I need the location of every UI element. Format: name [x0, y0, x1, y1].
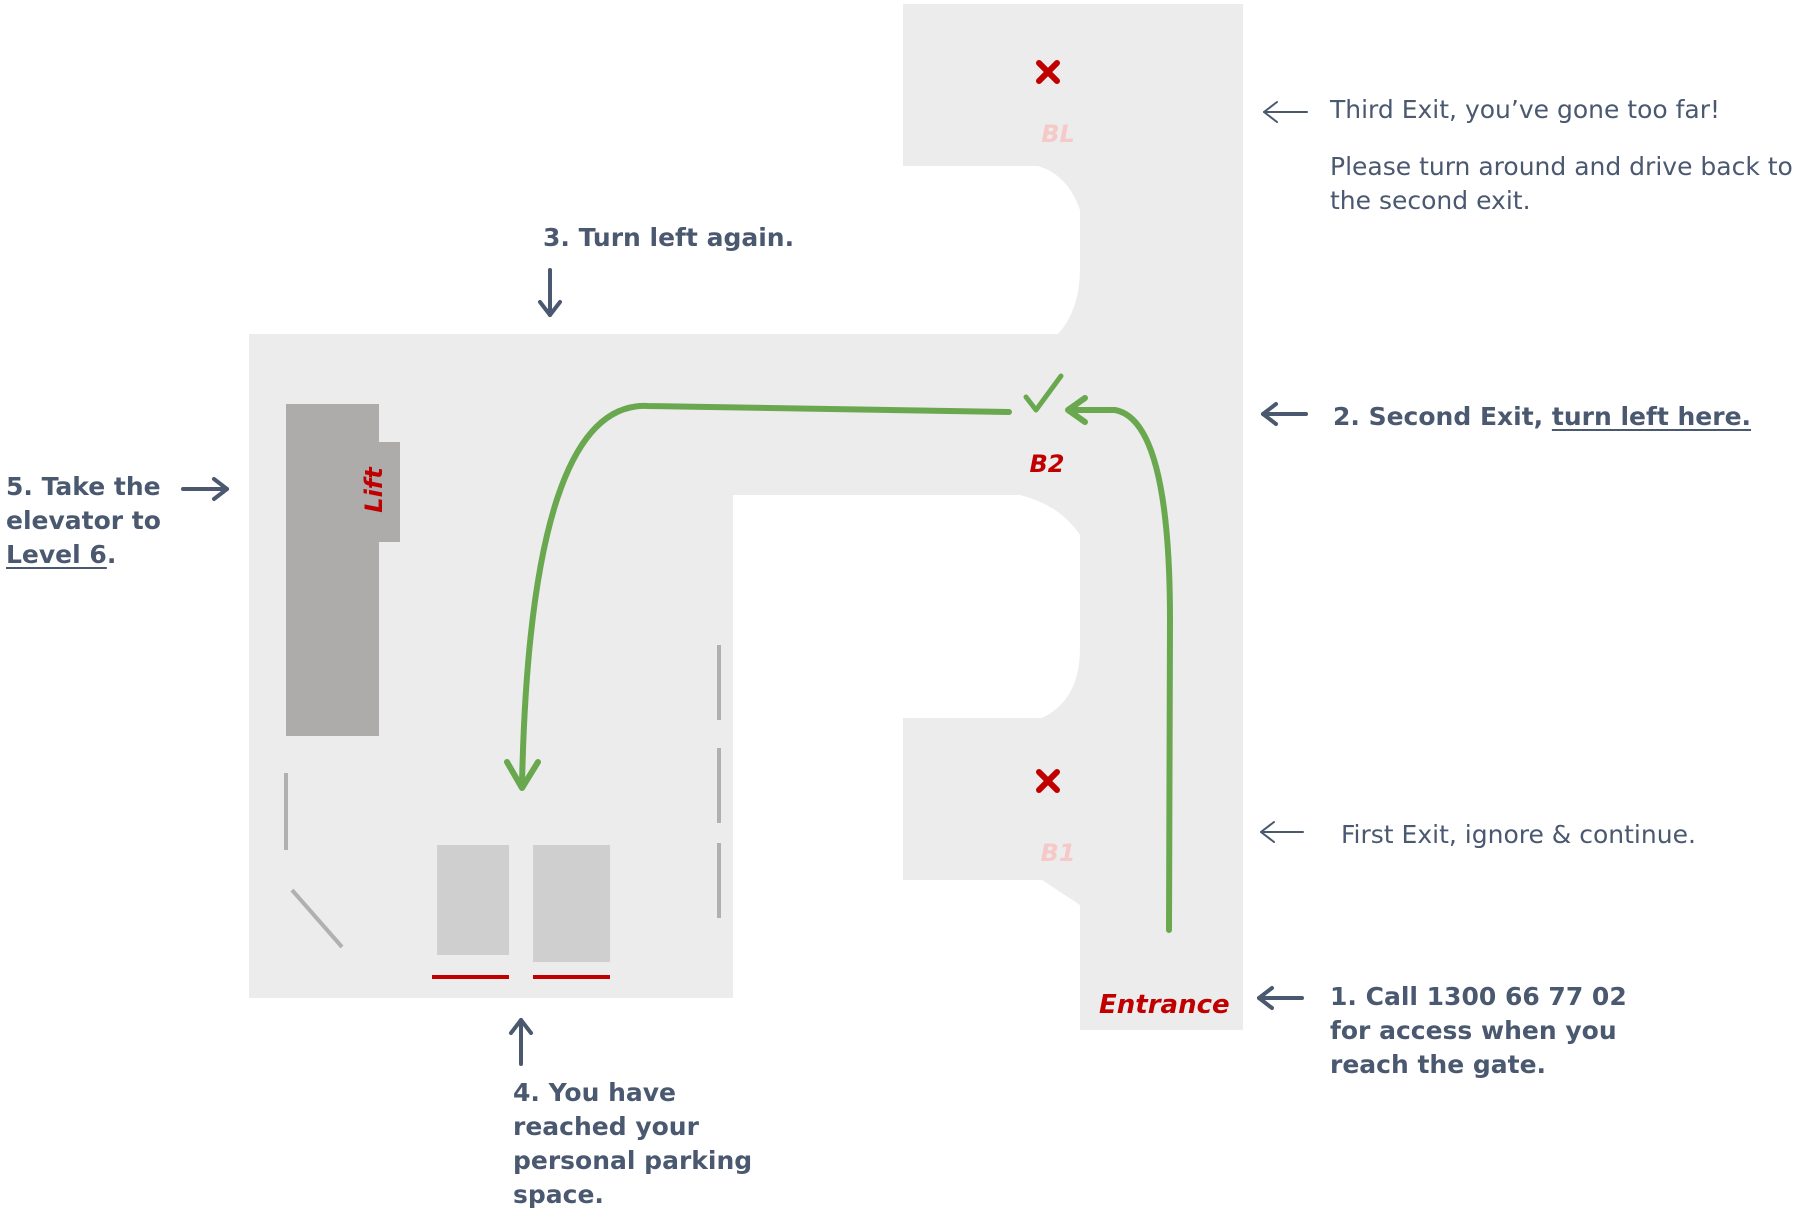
step1-line1: 1. Call 1300 66 77 02: [1330, 982, 1627, 1011]
cross-icon: [1036, 60, 1060, 84]
wall-lines: [284, 645, 721, 949]
third-exit-note: Third Exit, you’ve gone too far! Please …: [1330, 93, 1793, 218]
step5-link[interactable]: Level 6: [6, 540, 107, 569]
entrance-label: Entrance: [1099, 990, 1230, 1020]
arrow-icon: [1263, 101, 1308, 123]
driving-route: [504, 395, 1173, 933]
checkmark-icon: [1023, 373, 1064, 413]
step4-line2: reached your: [513, 1112, 699, 1141]
arrow-icon: [538, 268, 562, 317]
third-exit-line2: Please turn around and drive back to: [1330, 152, 1793, 181]
third-exit-line3: the second exit.: [1330, 186, 1531, 215]
arrow-icon: [1261, 402, 1308, 426]
arrow-icon: [1257, 986, 1304, 1010]
first-exit-note: First Exit, ignore & continue.: [1341, 820, 1696, 849]
step3-note: 3. Turn left again.: [543, 223, 795, 252]
step2-prefix: 2. Second Exit,: [1333, 402, 1552, 431]
step5-line1: 5. Take the: [6, 472, 161, 501]
third-exit-line1: Third Exit, you’ve gone too far!: [1330, 95, 1721, 124]
floor-area: [249, 4, 1243, 1030]
step4-line1: 4. You have: [513, 1078, 677, 1107]
exit-label-third: BL: [1041, 120, 1075, 148]
step4-line4: space.: [513, 1180, 604, 1209]
arrow-icon: [1260, 821, 1304, 843]
step2-note: 2. Second Exit, turn left here.: [1333, 400, 1751, 434]
arrow-icon: [509, 1018, 533, 1066]
step5-note: 5. Take the elevator to Level 6.: [6, 470, 161, 572]
step1-line2: for access when you: [1330, 1016, 1617, 1045]
arrow-icon: [181, 477, 229, 501]
step1-line3: reach the gate.: [1330, 1050, 1547, 1079]
step1-note: 1. Call 1300 66 77 02 for access when yo…: [1330, 980, 1627, 1082]
step5-suffix: .: [106, 540, 117, 569]
parking-bays: [432, 845, 610, 979]
step5-line2: elevator to: [6, 506, 161, 535]
step4-line3: personal parking: [513, 1146, 753, 1175]
exit-label-first: B1: [1041, 839, 1076, 867]
lift-block: [286, 404, 400, 736]
cross-icon: [1036, 769, 1060, 793]
step4-note: 4. You have reached your personal parkin…: [513, 1076, 752, 1212]
lift-label: Lift: [360, 466, 388, 513]
exit-label-second: B2: [1030, 450, 1065, 478]
step2-link[interactable]: turn left here.: [1551, 402, 1752, 431]
